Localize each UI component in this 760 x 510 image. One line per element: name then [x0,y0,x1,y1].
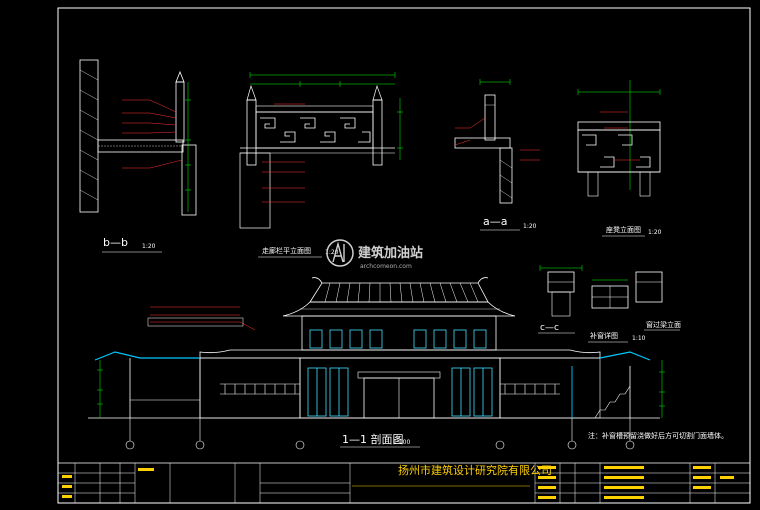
section-dims-right [659,360,665,418]
title-block: 扬州市建筑设计研究院有限公司 [58,462,750,503]
window-detail-title: 补窗详图 [590,331,618,340]
aa-scale: 1:20 [523,223,537,230]
balustrade-right [500,383,560,395]
upper-hall [301,315,497,351]
title-block-small-marks [62,466,734,499]
bb-beam [181,144,197,216]
right-wing [499,357,601,419]
watermark-brand: 建筑加油站 [358,245,423,261]
stairs [594,385,631,419]
bench-body [577,129,661,173]
bench-seat [577,121,661,131]
right-corridor-roof [599,351,651,361]
middle-eave [199,349,601,359]
railing-column-base [239,152,271,229]
bench-scale: 1:20 [648,229,662,236]
railing-post-left [246,99,257,166]
railing-title: 走廊栏平立面图 [262,246,311,255]
bb-post-cap [175,70,185,83]
railing-leaders [262,103,305,203]
balustrade-left [220,383,300,395]
detail-bb: b—b 1:20 [79,59,197,253]
aa-leaders [454,117,540,161]
detail-bench: 座凳立面图 1:20 [577,80,662,237]
section-scale: 1:100 [393,439,410,446]
bb-dims [185,82,191,212]
bench-title: 座凳立面图 [606,225,641,234]
lintel-frame [635,271,663,303]
detail-aa: a—a 1:20 [454,79,540,231]
watermark-logo-icon [326,239,354,267]
roof-eave [282,301,516,317]
aa-slab [454,137,511,149]
aa-post [484,94,496,141]
section-title: 1—1 剖面图 [342,432,404,446]
upper-windows [309,329,487,349]
aa-beam [499,147,513,204]
bench-leaders [600,111,640,161]
left-corridor-roof [94,351,200,361]
window-elev-title: 窗过梁立面 [646,320,681,329]
bb-wall [79,59,99,213]
railing-dims-top [249,72,396,87]
bench-fret-pattern [582,134,651,168]
aa-dims [479,79,511,85]
railing-post-right [372,99,383,166]
section-leaders [150,306,256,331]
bb-title: b—b [103,236,128,249]
detail-window: 补窗详图 1:10 [588,279,646,343]
company-name: 扬州市建筑设计研究院有限公司 [398,463,552,477]
roof-tiles [324,282,479,303]
sheet-border [57,7,751,504]
watermark-url: archcomeon.com [360,263,412,270]
lower-windows [307,367,493,417]
aa-title: a—a [483,215,507,228]
bb-scale: 1:20 [142,243,156,250]
railing-panel [255,111,374,149]
railing-scale: 1:20 [325,249,339,256]
section-building [88,277,665,450]
section-dims-left [97,360,103,418]
detail-railing: 走廊栏平立面图 1:20 [239,72,403,258]
cc-title: c—c [540,323,559,333]
detail-cc: c—c [538,265,583,334]
bb-leaders [122,99,183,169]
axis-markers [125,418,635,450]
general-note: 注：补窗槽预留浇做好后方可切割门面墙体。 [588,431,728,440]
bb-post [175,81,185,143]
railing-fret-pattern [260,117,371,143]
window-detail-scale: 1:10 [632,335,646,342]
detail-window-elevation: 窗过梁立面 [635,271,681,331]
watermark: 建筑加油站 archcomeon.com [326,239,423,270]
